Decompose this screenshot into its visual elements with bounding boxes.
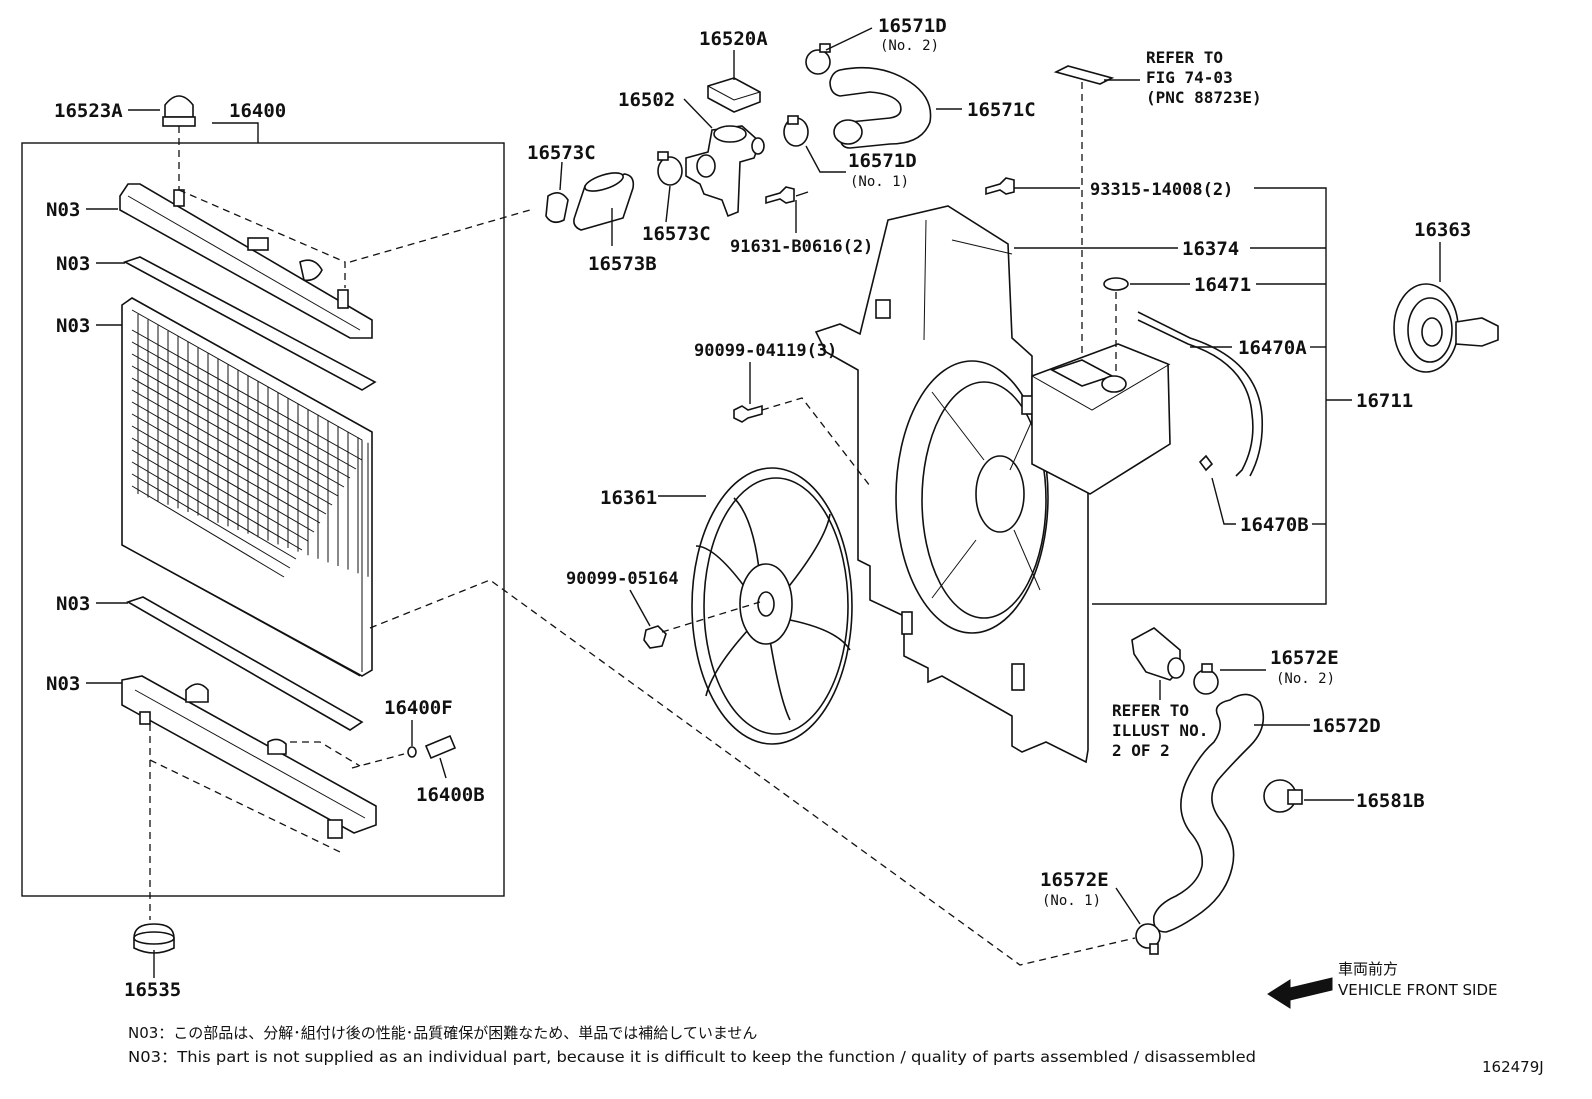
label-16571D-no1: 16571D <box>848 150 917 172</box>
core-tube-line <box>131 449 303 551</box>
vehicle-front-en: VEHICLE FRONT SIDE <box>1338 981 1498 999</box>
label-16523A: 16523A <box>54 100 123 122</box>
label-16470A: 16470A <box>1238 337 1307 359</box>
refer-illust-line3: 2 OF 2 <box>1112 741 1170 760</box>
label-16572E-no2: 16572E <box>1270 647 1339 669</box>
refer-fig-line1: REFER TO <box>1146 48 1223 67</box>
inlet-16502 <box>685 125 765 218</box>
bolt-90099-04119 <box>733 404 763 423</box>
label-16471: 16471 <box>1194 274 1251 296</box>
label-16572D: 16572D <box>1312 715 1381 737</box>
label-16571D-no2-sub: (No. 2) <box>880 38 939 54</box>
note-n03-en: N03：This part is not supplied as an indi… <box>128 1048 1256 1066</box>
label-16363: 16363 <box>1414 219 1471 241</box>
refer-label-symbol <box>1053 65 1115 85</box>
label-16535: 16535 <box>124 979 181 1001</box>
note-n03-jp: N03：この部品は、分解･組付け後の性能･品質確保が困難なため、単品では補給して… <box>128 1024 757 1042</box>
reservoir-tank <box>1031 343 1171 495</box>
nut-90099-05164 <box>643 625 667 649</box>
lower-gasket <box>126 596 364 731</box>
clip-16470B <box>1198 454 1214 472</box>
figure-id: 162479J <box>1482 1058 1544 1076</box>
radiator-cap-16523A <box>162 95 196 190</box>
core-tube-line <box>131 401 327 515</box>
label-16581B: 16581B <box>1356 790 1425 812</box>
label-16374: 16374 <box>1182 238 1239 260</box>
core-tube-line <box>131 461 297 560</box>
overflow-hose-16470A <box>1137 319 1254 477</box>
label-16573C-right: 16573C <box>642 223 711 245</box>
label-93315: 93315-14008(2) <box>1090 180 1233 200</box>
radiator-assembly-box <box>21 142 505 897</box>
fan-motor-16363 <box>1393 242 1499 373</box>
hose-16573B <box>573 172 635 231</box>
label-n03-upper-gasket: N03 <box>56 253 90 275</box>
core-tube-line <box>131 353 351 479</box>
label-16361: 16361 <box>600 487 657 509</box>
label-16573B: 16573B <box>588 253 657 275</box>
label-n03-lower-gasket: N03 <box>56 593 90 615</box>
lower-tank <box>121 675 377 839</box>
hose-16571C <box>829 66 932 149</box>
core-tube-line <box>131 413 321 524</box>
core-tube-line <box>131 329 363 461</box>
label-16502: 16502 <box>618 89 675 111</box>
radiator-core <box>121 297 373 677</box>
label-90099-05164: 90099-05164 <box>566 569 679 589</box>
label-16711: 16711 <box>1356 390 1413 412</box>
core-tube-line <box>131 473 291 569</box>
label-16400B: 16400B <box>416 784 485 806</box>
label-90099-04119: 90099-04119(3) <box>694 341 837 361</box>
label-16573C-left: 16573C <box>527 142 596 164</box>
label-n03-lower-tank: N03 <box>46 673 80 695</box>
drain-plug <box>407 734 457 760</box>
water-outlet <box>1131 627 1185 700</box>
label-16571D-no2: 16571D <box>878 15 947 37</box>
label-16572E-no1-sub: (No. 1) <box>1042 893 1101 909</box>
label-n03-upper-tank: N03 <box>46 199 80 221</box>
label-n03-core: N03 <box>56 315 90 337</box>
vehicle-front-arrow-icon <box>1267 977 1333 1009</box>
hose-clamp-16573C-right <box>657 151 683 186</box>
label-16400F: 16400F <box>384 697 453 719</box>
refer-illust-line2: ILLUST NO. <box>1112 721 1208 740</box>
core-tube-line <box>131 437 309 542</box>
label-16520A: 16520A <box>699 28 768 50</box>
refer-fig-line2: FIG 74-03 <box>1146 68 1233 87</box>
core-tube-line <box>131 365 345 488</box>
label-91631: 91631-B0616(2) <box>730 237 873 257</box>
clamp-16572E-no1 <box>1135 923 1161 955</box>
fan-16361 <box>691 467 853 745</box>
refer-fig-line3: (PNC 88723E) <box>1146 88 1262 107</box>
core-tube-line <box>131 377 339 497</box>
label-16400: 16400 <box>229 100 286 122</box>
cushion-16535 <box>133 923 175 954</box>
refer-illust-line1: REFER TO <box>1112 701 1189 720</box>
core-tube-line <box>131 425 315 533</box>
label-16572E-no2-sub: (No. 2) <box>1276 671 1335 687</box>
bolt-93315 <box>985 177 1015 196</box>
upper-gasket <box>122 256 377 391</box>
clamp-16581B <box>1263 779 1303 813</box>
label-16571C: 16571C <box>967 99 1036 121</box>
upper-tank <box>119 183 373 339</box>
clamp-16572E-no2 <box>1193 663 1219 695</box>
hose-clamp-16573C-left <box>545 192 569 224</box>
fan-shroud-16711 <box>814 205 1089 764</box>
bolt-91631 <box>765 186 795 205</box>
core-tube-line <box>131 389 333 506</box>
label-16470B: 16470B <box>1240 514 1309 536</box>
core-tube-line <box>131 485 285 578</box>
label-16571D-no1-sub: (No. 1) <box>850 174 909 190</box>
reservoir-cap-16471 <box>1103 277 1129 372</box>
clamp-16571D-no2 <box>805 43 831 75</box>
clamp-16571D-no1 <box>783 115 809 147</box>
label-16572E-no1: 16572E <box>1040 869 1109 891</box>
vehicle-front-jp: 車両前方 <box>1338 960 1398 978</box>
cap-16520A <box>707 77 761 113</box>
core-tube-line <box>131 341 357 470</box>
